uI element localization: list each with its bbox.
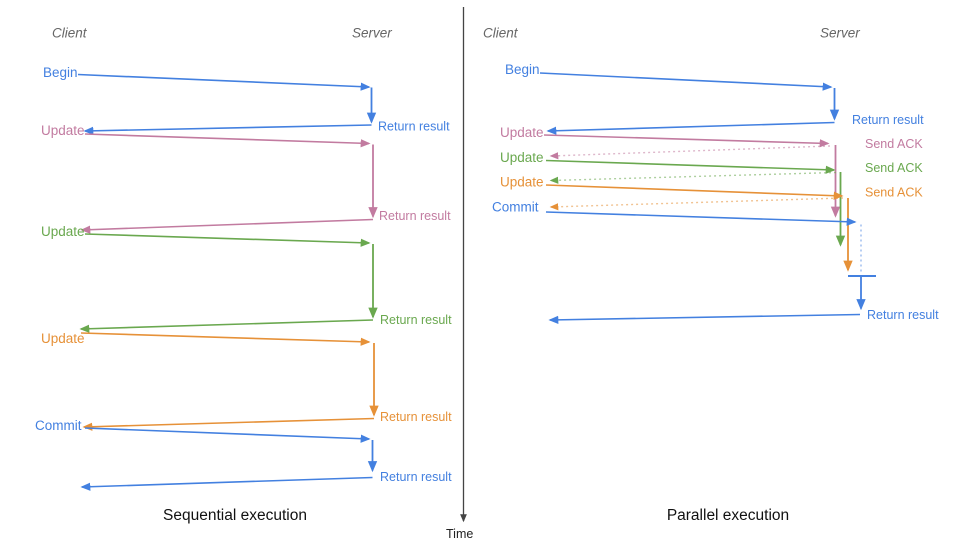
par-title: Parallel execution xyxy=(667,507,789,524)
seq-msg-2-response-label: Return result xyxy=(380,313,452,327)
seq-msg-4-label: Commit xyxy=(35,418,82,433)
seq-msg-3-response-arrow xyxy=(82,417,375,431)
par-msg-1-request-arrow xyxy=(543,134,830,148)
par-msg-0-request-arrow xyxy=(539,72,833,91)
seq-msg-2-response-arrow xyxy=(79,319,374,333)
par-msg-0-label: Begin xyxy=(505,62,540,77)
seq-msg-0-label: Begin xyxy=(43,65,78,80)
par-msg-4-response-label: Return result xyxy=(867,308,939,322)
seq-msg-3-label: Update xyxy=(41,331,85,346)
seq-msg-1-response-label: Return result xyxy=(379,209,451,223)
par-msg-2-response-label: Send ACK xyxy=(865,161,923,175)
seq-msg-1-response-arrow xyxy=(80,218,374,234)
par-msg-2-ack-dotted-arrow xyxy=(549,171,837,184)
seq-msg-1-label: Update xyxy=(41,123,85,138)
par-msg-0-response-label: Return result xyxy=(852,113,924,127)
par-msg-1-response-label: Send ACK xyxy=(865,137,923,151)
par-msg-3-ack-dotted-arrow xyxy=(549,197,844,211)
seq-msg-4-request-arrow xyxy=(84,427,371,443)
par-msg-2-label: Update xyxy=(500,150,544,165)
par-msg-3-response-label: Send ACK xyxy=(865,186,923,200)
par-client-header: Client xyxy=(483,26,519,41)
seq-msg-2-label: Update xyxy=(41,224,85,239)
par-server-header: Server xyxy=(820,26,860,41)
par-msg-3-label: Update xyxy=(500,175,544,190)
seq-msg-3-response-label: Return result xyxy=(380,410,452,424)
seq-msg-1-request-arrow xyxy=(84,133,371,148)
par-msg-4-request-arrow xyxy=(545,211,857,226)
par-msg-1-label: Update xyxy=(500,125,544,140)
seq-msg-0-request-arrow xyxy=(77,73,371,91)
seq-msg-3-request-arrow xyxy=(80,332,371,346)
seq-client-header: Client xyxy=(52,26,88,41)
seq-msg-2-request-arrow xyxy=(84,233,371,247)
seq-title: Sequential execution xyxy=(163,507,307,524)
par-msg-1-ack-dotted-arrow xyxy=(549,145,831,160)
par-msg-0-response-arrow xyxy=(546,121,835,135)
par-msg-4-label: Commit xyxy=(492,200,539,215)
seq-msg-0-response-arrow xyxy=(83,124,372,135)
time-axis-label: Time xyxy=(446,527,473,540)
par-msg-4-response-arrow xyxy=(548,313,861,325)
seq-server-header: Server xyxy=(352,26,392,41)
seq-msg-4-response-label: Return result xyxy=(380,470,452,484)
seq-msg-4-response-arrow xyxy=(80,476,373,491)
par-msg-3-request-arrow xyxy=(545,184,844,200)
par-msg-2-request-arrow xyxy=(545,159,836,174)
seq-msg-0-response-label: Return result xyxy=(378,120,450,134)
